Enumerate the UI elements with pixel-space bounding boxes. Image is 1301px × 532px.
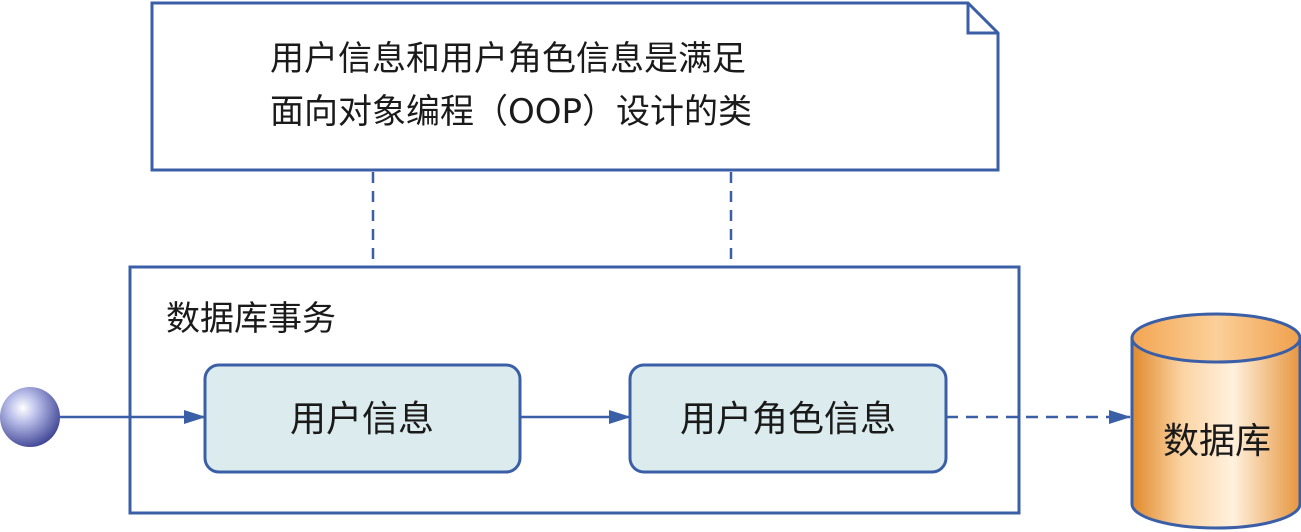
start-node <box>0 387 60 447</box>
user-role-info-label: 用户角色信息 <box>680 399 896 440</box>
user-info-node: 用户信息 <box>203 363 522 474</box>
database-cylinder: 数据库 <box>1130 312 1301 530</box>
transaction-title: 数据库事务 <box>166 299 336 339</box>
database-label: 数据库 <box>1163 421 1271 462</box>
note-line-1: 用户信息和用户角色信息是满足 <box>270 39 746 79</box>
user-info-label: 用户信息 <box>290 399 434 440</box>
note-corner-fold <box>966 3 998 35</box>
user-role-info-node: 用户角色信息 <box>628 363 948 474</box>
note-line-2: 面向对象编程（OOP）设计的类 <box>270 92 752 132</box>
note-box: 用户信息和用户角色信息是满足 面向对象编程（OOP）设计的类 <box>150 1 1000 172</box>
